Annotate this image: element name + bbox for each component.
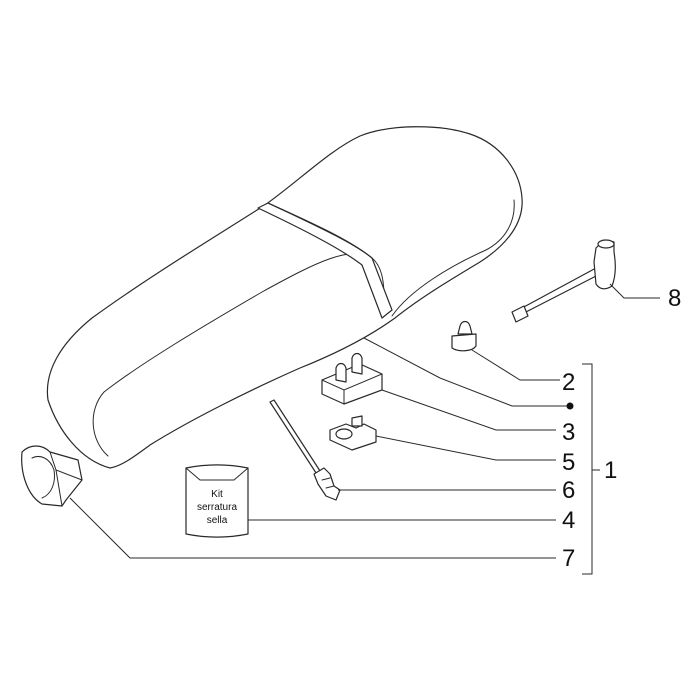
callout-5: 5 [562, 449, 575, 476]
cable-strip [269, 399, 323, 477]
seat-piping [92, 199, 515, 457]
cap-inner [31, 456, 55, 499]
callout-8: 8 [668, 285, 681, 312]
part-8-seat-lock-key [511, 239, 616, 323]
cable-clip-detail [321, 477, 335, 489]
part-7-end-cap [21, 445, 83, 507]
leader-seat-dot [363, 337, 568, 407]
seat-band [257, 202, 393, 319]
callout-numbers: 8 2 3 5 1 6 4 7 [562, 285, 681, 572]
leader-8 [609, 283, 660, 299]
kit-label-line1: Kit [211, 489, 223, 500]
kit-label-line2: serratura [197, 502, 237, 513]
callout-1: 1 [604, 457, 617, 484]
key-handle-top [597, 239, 615, 249]
callout-3: 3 [562, 419, 575, 446]
leader-lines [69, 283, 660, 575]
kit-box-outline [185, 464, 249, 538]
bracket-tab [351, 415, 363, 427]
seat-outline [46, 126, 523, 469]
kit-box-fold [185, 467, 249, 481]
key-tip [511, 305, 529, 323]
bracket-1 [582, 363, 600, 575]
part-6-cable [269, 399, 341, 501]
leader-5 [375, 435, 556, 461]
part-3-seat-support [321, 352, 383, 405]
cable-clip [313, 467, 341, 501]
support-edge [321, 373, 383, 405]
part-2-rubber-bumper [451, 320, 477, 352]
bumper-base [451, 333, 477, 352]
cap-body [21, 445, 83, 507]
bracket-nut [335, 428, 353, 440]
callout-6: 6 [562, 477, 575, 504]
seat [46, 126, 523, 469]
leader-3 [381, 389, 556, 431]
support-peg-right [351, 352, 363, 375]
cap-lip [49, 451, 83, 507]
leader-7 [69, 497, 556, 559]
leader-2 [471, 349, 560, 381]
part-4-kit-box: Kit serratura sella [185, 464, 249, 538]
callout-4: 4 [562, 507, 575, 534]
support-peg-left [335, 362, 347, 383]
part-5-bracket [329, 415, 377, 451]
bumper-top [457, 320, 473, 335]
callout-dot [566, 402, 574, 410]
key-shaft [521, 267, 601, 314]
callout-2: 2 [562, 369, 575, 396]
seat-band-line [267, 202, 373, 259]
callout-7: 7 [562, 545, 575, 572]
kit-label-line3: sella [207, 515, 228, 526]
